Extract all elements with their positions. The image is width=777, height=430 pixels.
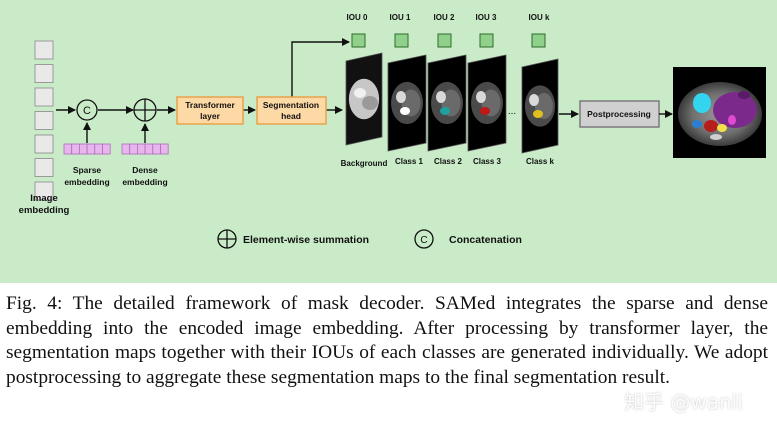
dense-embedding-tiles [121, 143, 169, 155]
embedding-token [129, 143, 138, 155]
iou-row: IOU 0 IOU 1 IOU 2 IOU 3 IOU k [347, 13, 550, 48]
embedding-token [152, 143, 161, 155]
legend-concat-symbol [414, 229, 434, 249]
sparse-embedding-tiles [63, 143, 111, 155]
dense-embedding-label-line1: Dense [132, 165, 158, 175]
mask-decoder-diagram: Image embedding C Sparse embedding Dense [19, 13, 766, 249]
segmentation-map [387, 54, 427, 152]
transformer-layer-label-line1: Transformer [185, 100, 235, 110]
iou-square [437, 33, 452, 48]
iou-label: IOU 0 [347, 13, 368, 22]
iou-square [351, 33, 366, 48]
figure-caption: Fig. 4: The detailed framework of mask d… [6, 293, 768, 388]
embedding-tile [34, 64, 54, 83]
map-label: Class 2 [434, 157, 463, 166]
iou-square [531, 33, 546, 48]
iou-square [394, 33, 409, 48]
iou-square [479, 33, 494, 48]
diagram-panel: Image embedding C Sparse embedding Dense [0, 0, 777, 283]
embedding-token [63, 143, 73, 155]
legend-concat-label: Concatenation [449, 234, 522, 246]
dense-embedding-label-line2: embedding [122, 177, 167, 187]
postprocessing-label: Postprocessing [587, 109, 651, 119]
transformer-layer-box [176, 96, 244, 125]
map-label: Class 1 [395, 157, 424, 166]
segmentation-head-box [256, 96, 327, 125]
embedding-token [102, 143, 111, 155]
sparse-embedding-label-line1: Sparse [73, 165, 102, 175]
segmentation-map [467, 54, 507, 152]
arrow-seg-to-iou [291, 38, 350, 97]
map-label: Class 3 [473, 157, 502, 166]
segmentation-maps [345, 52, 559, 154]
iou-label: IOU 3 [476, 13, 497, 22]
embedding-tile [34, 40, 54, 60]
segmentation-map [521, 58, 559, 154]
embedding-tile [34, 87, 54, 107]
embedding-token [121, 143, 131, 155]
legend-sum-label: Element-wise summation [243, 234, 369, 246]
sparse-embedding-label-line2: embedding [64, 177, 109, 187]
image-embedding-stack [34, 40, 54, 201]
embedding-token [94, 143, 103, 155]
image-embedding-label-line2: embedding [19, 205, 70, 216]
map-label: Background [341, 159, 388, 168]
segmentation-map [427, 54, 467, 152]
embedding-token [144, 143, 154, 155]
concatenation-node [76, 99, 98, 121]
image-embedding-label-line1: Image [30, 193, 57, 204]
embedding-tile [34, 111, 54, 130]
final-segmentation-result [673, 67, 766, 158]
legend-concat-symbol-letter: C [420, 235, 427, 246]
embedding-token [160, 143, 169, 155]
legend: Element-wise summation C Concatenation [217, 229, 522, 249]
concatenation-node-symbol: C [83, 105, 91, 117]
embedding-tile [34, 181, 54, 201]
embedding-tile [34, 158, 54, 177]
embedding-token [136, 143, 146, 155]
embedding-token [86, 143, 96, 155]
map-label: Class k [526, 157, 555, 166]
segmentation-map [345, 52, 383, 146]
watermark: 知乎 @wanli [624, 390, 743, 414]
embedding-token [79, 143, 88, 155]
iou-label: IOU k [529, 13, 550, 22]
transformer-layer-label-line2: layer [200, 111, 221, 121]
iou-label: IOU 2 [434, 13, 455, 22]
embedding-tile [34, 134, 54, 154]
segmentation-head-label-line1: Segmentation [263, 100, 319, 110]
iou-label: IOU 1 [390, 13, 411, 22]
embedding-token [71, 143, 80, 155]
ellipsis: ... [508, 106, 516, 117]
segmentation-head-label-line2: head [281, 111, 301, 121]
